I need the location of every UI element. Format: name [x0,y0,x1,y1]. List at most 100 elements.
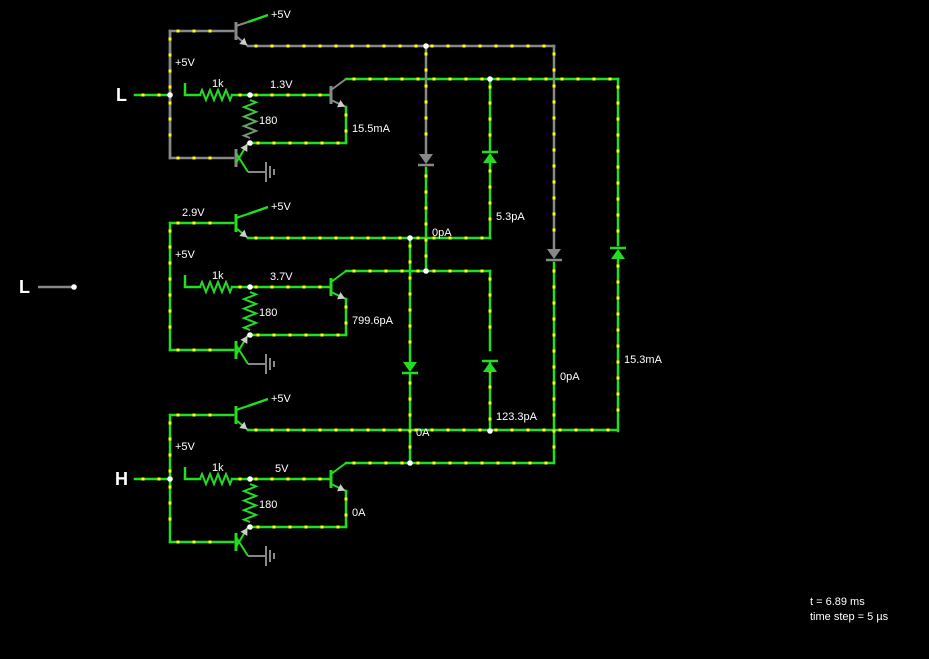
current-dot [488,169,492,173]
diode-current-6: 15.3mA [624,354,662,366]
current-dot [488,185,492,189]
current-dot [488,385,492,389]
current-dot [408,445,412,449]
current-dot [344,497,348,501]
current-dot [552,285,556,289]
current-dot [574,428,578,432]
current-dot [270,236,274,240]
current-dot [462,428,466,432]
current-dot [552,365,556,369]
current-dot [616,133,620,137]
current-dot [302,93,306,97]
sim-time: t = 6.89 ms [810,596,865,608]
current-dot [238,93,242,97]
current-dot [552,429,556,433]
current-dot [168,261,172,265]
current-dot [272,333,276,337]
base-voltage-3: 5V [275,463,289,475]
current-dot [424,84,428,88]
current-dot [424,206,428,210]
current-dot [168,453,172,457]
current-dot [408,308,412,312]
current-dot [542,44,546,48]
current-dot [168,245,172,249]
current-dot [616,296,620,300]
current-dot [141,93,145,97]
current-dot [488,293,492,297]
current-dot [414,428,418,432]
current-dot [208,221,212,225]
current-dot [302,285,306,289]
current-dot [352,269,356,273]
current-dot [488,101,492,105]
current-dot [616,149,620,153]
current-dot [350,44,354,48]
current-dot [288,333,292,337]
current-dot [344,305,348,309]
current-dot [208,413,212,417]
emitter-arrow [240,335,248,344]
current-dot [488,325,492,329]
current-dot [488,85,492,89]
current-dot [552,228,556,232]
emitter-arrow [240,527,248,536]
current-dot [398,428,402,432]
emitter-current-2: 799.6pA [352,315,393,327]
switch-terminal [71,284,77,290]
current-dot [270,44,274,48]
current-dot [157,93,161,97]
current-dot [302,236,306,240]
junction-node [247,476,253,482]
current-dot [462,44,466,48]
current-dot [302,44,306,48]
current-dot [616,85,620,89]
current-dot [590,428,594,432]
current-dot [552,212,556,216]
current-dot [544,77,548,81]
current-dot [352,461,356,465]
junction-node [407,460,413,466]
resistor-1k [199,279,233,295]
current-dot [318,428,322,432]
junction-node [167,476,173,482]
current-dot [544,461,548,465]
supply-top-2: +5V [271,201,291,213]
current-dot [168,293,172,297]
current-dot [408,413,412,417]
transistor-collector [330,462,347,475]
current-dot [432,269,436,273]
current-dot [168,117,172,121]
transistor-collector [235,213,249,219]
current-dot [168,517,172,521]
current-dot [528,461,532,465]
diode-current-3: 0A [416,427,430,439]
junction-node [247,524,253,530]
supply-top-1: +5V [271,9,291,21]
junction-node [423,43,429,49]
current-dot [510,44,514,48]
current-dot [382,44,386,48]
current-dot [488,201,492,205]
current-dot [334,428,338,432]
resistor-1k-3-label: 1k [212,462,224,474]
current-dot [168,53,172,57]
current-dot [366,428,370,432]
current-dot [286,236,290,240]
current-dot [176,348,180,352]
current-dot [157,477,161,481]
current-dot [304,141,308,145]
supply-mid-3: +5V [175,441,195,453]
current-dot [552,196,556,200]
diode-current-1: 0pA [432,227,452,239]
current-dot [416,461,420,465]
current-dot [318,236,322,240]
emitter-current-3: 0A [352,507,366,519]
current-dot [616,264,620,268]
current-dot [494,428,498,432]
current-dot [176,540,180,544]
current-dot [318,93,322,97]
current-dot [334,236,338,240]
current-dot [254,477,258,481]
current-dot [552,116,556,120]
